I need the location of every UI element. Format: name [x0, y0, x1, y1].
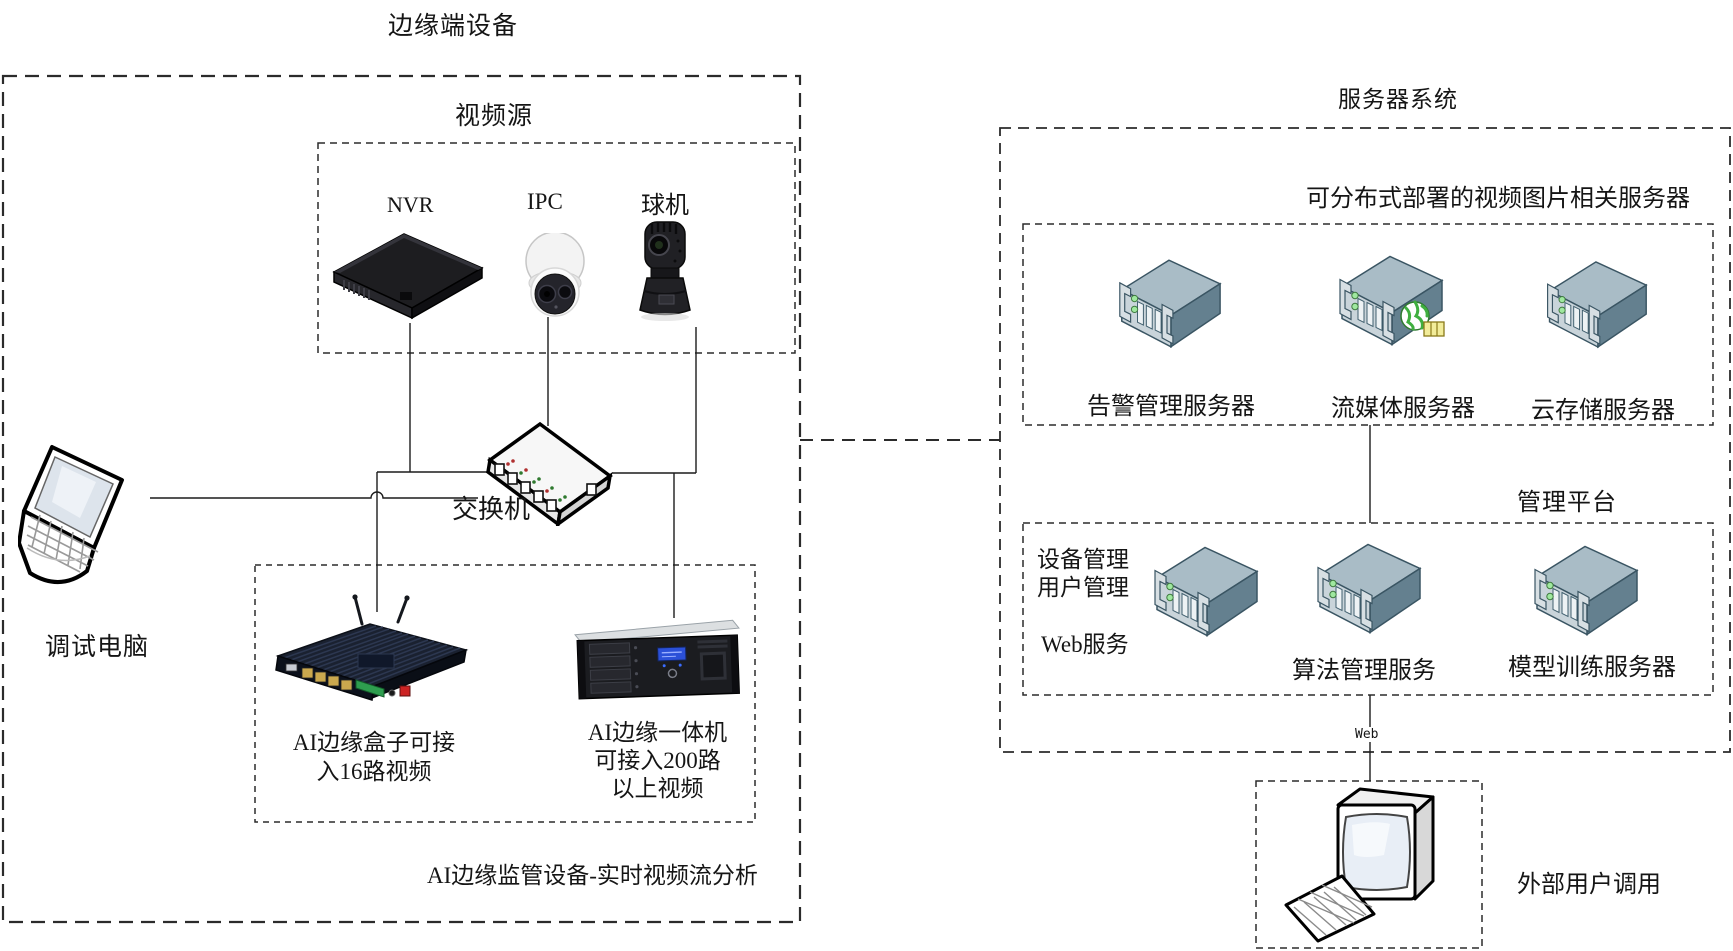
ipc-camera-image [525, 233, 585, 317]
model-training-server-icon [1534, 545, 1638, 636]
switch-label: 交换机 [452, 495, 531, 524]
server-section-title: 服务器系统 [1338, 87, 1458, 112]
ai-all-in-one-caption-line1: AI边缘一体机 [587, 720, 728, 745]
ai-edge-box-image [274, 594, 468, 702]
laptop-to-switch-line [150, 491, 478, 499]
ai-all-in-one-caption-line2: 可接入200路 [594, 748, 721, 773]
edge-section-title: 边缘端设备 [388, 13, 519, 40]
management-platform-title: 管理平台 [1517, 490, 1617, 516]
web-service-server-icon [1154, 546, 1258, 637]
management-platform-box [1022, 522, 1714, 696]
user-management-label: 用户管理 [1037, 575, 1129, 600]
device-management-label: 设备管理 [1037, 547, 1129, 572]
ai-edge-box-caption-line2: 入16路视频 [316, 759, 432, 784]
ai-edge-box-caption: AI边缘盒子可接 入16路视频 [255, 728, 493, 786]
ai-all-in-one-image [574, 619, 742, 700]
ptz-label: 球机 [641, 193, 689, 219]
ai-all-in-one-caption: AI边缘一体机 可接入200路 以上视频 [565, 719, 750, 803]
video-source-title: 视频源 [455, 103, 534, 130]
desktop-computer-icon [1284, 787, 1435, 943]
cloud-storage-server-icon [1546, 261, 1647, 348]
web-link-label: Web [1352, 727, 1382, 742]
external-user-box [1255, 780, 1483, 949]
distributed-box-caption: 可分布式部署的视频图片相关服务器 [1306, 186, 1690, 212]
web-service-label: Web服务 [1041, 632, 1129, 657]
alarm-server-icon [1119, 259, 1221, 348]
ai-all-in-one-caption-line3: 以上视频 [611, 776, 704, 801]
ai-edge-box-caption-line1: AI边缘盒子可接 [292, 730, 456, 755]
ptz-camera-image [638, 220, 692, 323]
streaming-server-label: 流媒体服务器 [1331, 396, 1475, 422]
alarm-server-label: 告警管理服务器 [1087, 394, 1255, 420]
algorithm-server-label: 算法管理服务 [1292, 658, 1436, 684]
ipc-label: IPC [527, 189, 563, 214]
distributed-servers-box [1022, 223, 1714, 426]
edge-section-caption: AI边缘监管设备-实时视频流分析 [427, 863, 758, 888]
nvr-label: NVR [387, 192, 434, 217]
cloud-storage-server-label: 云存储服务器 [1531, 398, 1675, 424]
edge-devices-boundary [1, 74, 802, 924]
external-user-label: 外部用户调用 [1517, 872, 1661, 898]
laptop-image [18, 445, 124, 585]
ai-devices-box [254, 564, 756, 823]
video-source-box [317, 142, 796, 354]
nvr-device-image [333, 233, 483, 319]
algorithm-server-icon [1317, 543, 1421, 634]
debug-pc-label: 调试电脑 [45, 634, 150, 661]
model-training-server-label: 模型训练服务器 [1508, 655, 1676, 681]
